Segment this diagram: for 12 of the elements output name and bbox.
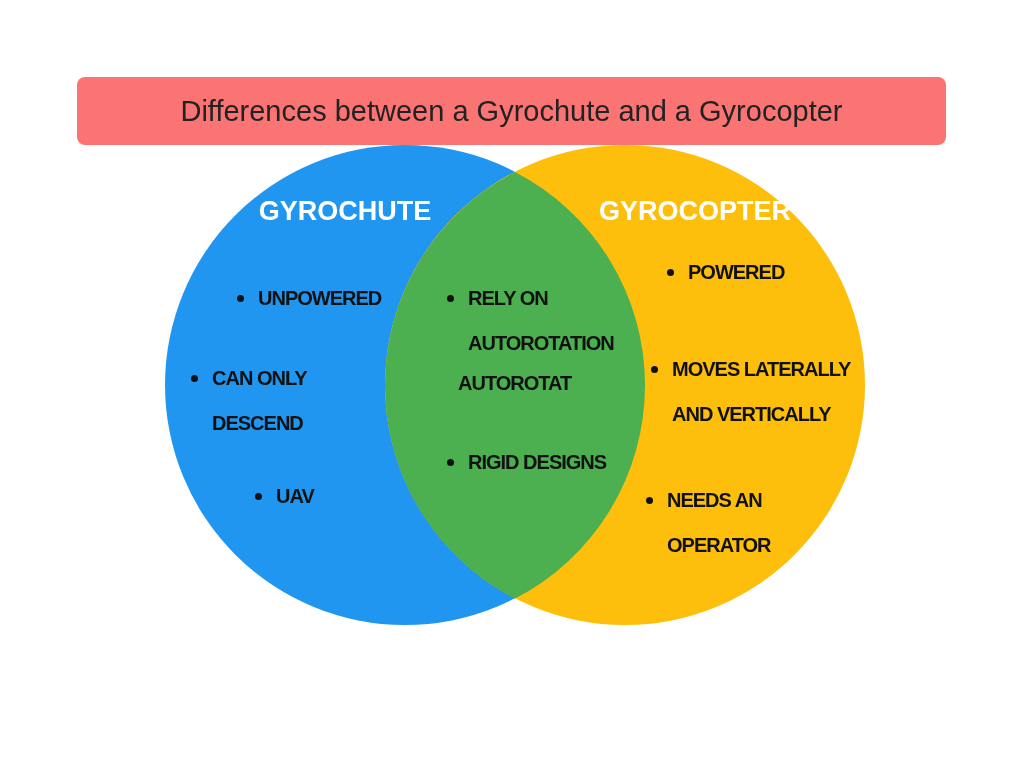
circle-heading: GYROCOPTER [598, 196, 792, 227]
circle-heading: GYROCHUTE [257, 196, 433, 227]
bullet-text: POWERED [688, 260, 786, 285]
title: Differences between a Gyrochute and a Gyrocopter [180, 94, 843, 128]
bullet-text: RELY ON AUTOROTATION [468, 286, 615, 356]
bullet-text: NEEDS AN OPERATOR [667, 488, 772, 558]
bullet-text: RIGID DESIGNS [468, 450, 608, 475]
bullet-text: UNPOWERED [258, 286, 383, 311]
bullet-text: MOVES LATERALLY AND VERTICALLY [672, 357, 852, 427]
bullet-text: CAN ONLY DESCEND [212, 366, 308, 436]
bullet-text: UAV [276, 484, 316, 509]
bullet-text: AUTOROTAT [458, 371, 573, 396]
